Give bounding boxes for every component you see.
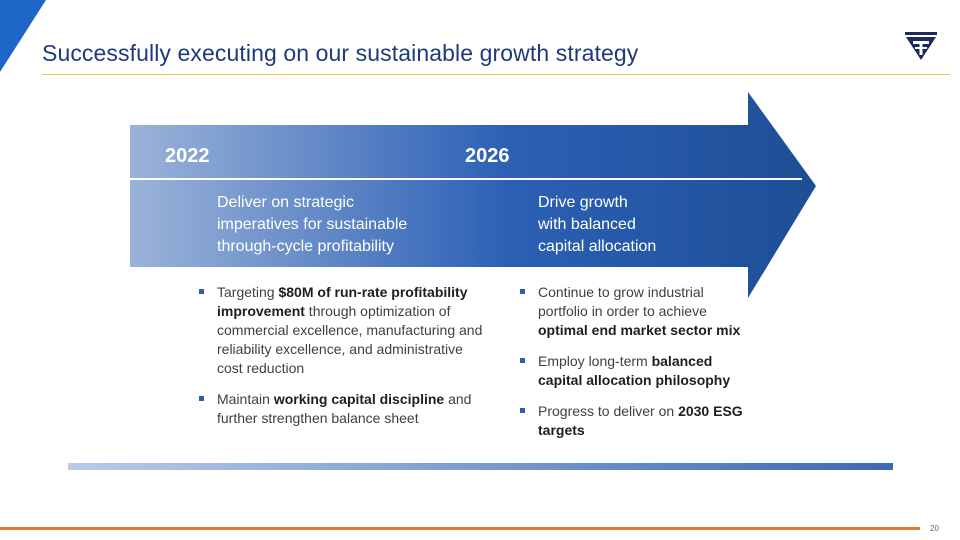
column-2-headline: Drive growth with balanced capital alloc… (538, 192, 656, 258)
bullet-item: Employ long-term balanced capital alloca… (518, 352, 753, 390)
column-2-bullets: Continue to grow industrial portfolio in… (518, 283, 753, 452)
bullet-item: Continue to grow industrial portfolio in… (518, 283, 753, 340)
company-emblem-icon (905, 32, 937, 60)
title-underline (42, 74, 950, 75)
headline-line: imperatives for sustainable (217, 216, 408, 233)
headline-line: Drive growth (538, 194, 628, 211)
arrow-divider (130, 178, 802, 180)
column-1-bullets: Targeting $80M of run-rate profitability… (197, 283, 487, 440)
bullet-item: Targeting $80M of run-rate profitability… (197, 283, 487, 378)
headline-line: with balanced (538, 216, 636, 233)
end-year-label: 2026 (465, 145, 510, 167)
bottom-gradient-bar (68, 463, 893, 470)
column-1-headline: Deliver on strategic imperatives for sus… (217, 192, 407, 258)
headline-line: Deliver on strategic (217, 194, 354, 211)
footer-rule (0, 527, 920, 530)
bullet-item: Maintain working capital discipline and … (197, 390, 487, 428)
timeline-arrow (130, 92, 816, 298)
headline-line: through-cycle profitability (217, 238, 394, 255)
slide-title: Successfully executing on our sustainabl… (42, 40, 639, 66)
headline-line: capital allocation (538, 238, 657, 255)
start-year-label: 2022 (165, 145, 210, 167)
bullet-item: Progress to deliver on 2030 ESG targets (518, 402, 753, 440)
page-number: 20 (930, 524, 939, 533)
corner-accent (0, 0, 46, 72)
